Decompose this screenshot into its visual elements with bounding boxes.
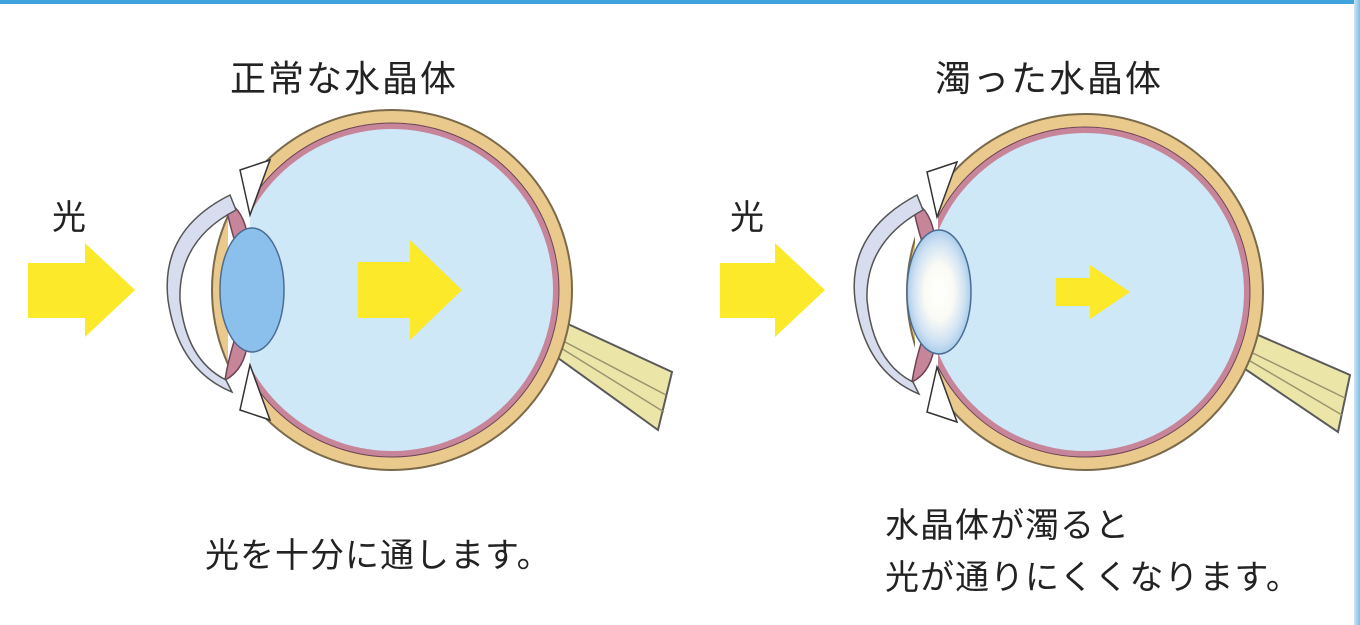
label-light-cloudy: 光 bbox=[730, 198, 764, 238]
caption-cloudy: 水晶体が濁ると 光が通りにくくなります。 bbox=[885, 500, 1301, 604]
title-cloudy-lens: 濁った水晶体 bbox=[935, 59, 1164, 100]
title-normal-lens: 正常な水晶体 bbox=[230, 59, 459, 100]
cornea bbox=[853, 193, 924, 396]
cloudy-eye-diagram bbox=[720, 113, 1352, 471]
lens-clear bbox=[219, 227, 285, 353]
normal-eye-diagram bbox=[28, 109, 674, 471]
label-light-normal: 光 bbox=[52, 198, 86, 238]
caption-normal: 光を十分に通します。 bbox=[205, 530, 552, 582]
right-border bbox=[1354, 0, 1360, 625]
caption-normal-text: 光を十分に通します。 bbox=[205, 536, 552, 576]
caption-cloudy-line2: 光が通りにくくなります。 bbox=[885, 558, 1301, 598]
lens-cloudy bbox=[906, 229, 972, 355]
transmitted-light-arrow bbox=[358, 240, 462, 340]
top-border bbox=[0, 0, 1360, 4]
panel-cloudy-lens: 濁った水晶体 光 水晶体が濁ると 光が通りにくくなります。 bbox=[690, 0, 1354, 625]
incoming-light-arrow bbox=[720, 243, 825, 337]
panel-normal-lens: 正常な水晶体 光 光を十分に通します。 bbox=[28, 59, 674, 582]
caption-cloudy-line1: 水晶体が濁ると bbox=[885, 506, 1130, 546]
cornea bbox=[166, 193, 237, 394]
incoming-light-arrow bbox=[28, 243, 135, 337]
weak-light-arrow bbox=[1056, 265, 1130, 319]
